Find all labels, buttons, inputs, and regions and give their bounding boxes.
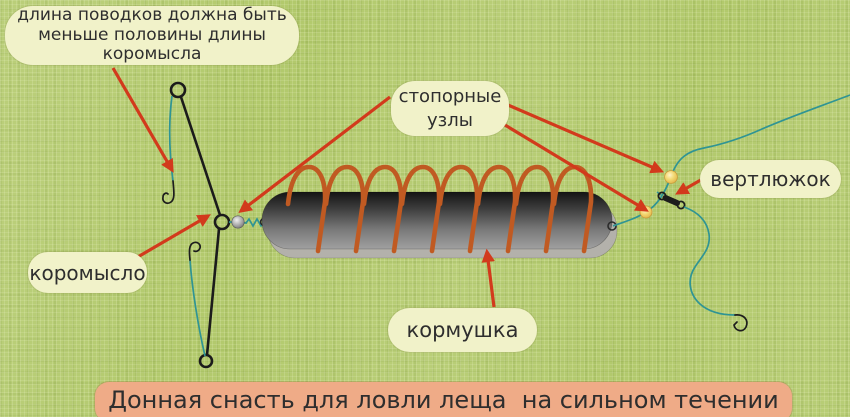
- yoke-lower-arm: [205, 228, 221, 356]
- swivel-ring-right: [676, 200, 686, 210]
- feeder-right-loop: [607, 221, 617, 231]
- lower-hook: [188, 241, 201, 261]
- arrow-stopper-lower: [499, 120, 649, 212]
- swivel: [656, 191, 686, 210]
- lower-leader-line: [189, 259, 206, 357]
- arrow-stopper-upper: [507, 103, 665, 174]
- leader-note-line-2: меньше половины длины: [38, 24, 266, 45]
- end-hook: [733, 314, 748, 332]
- gray-bead: [231, 215, 245, 229]
- label-swivel: вертлюжок: [700, 160, 841, 198]
- arrow-stopper-left: [238, 95, 391, 214]
- label-yoke: коромысло: [28, 252, 147, 293]
- yoke-bottom-loop: [198, 353, 214, 369]
- title-banner: Донная снасть для ловли леща на сильном …: [95, 382, 792, 417]
- yoke-upper-arm: [179, 96, 222, 216]
- yoke-top-loop: [169, 81, 187, 99]
- upper-leader-line: [168, 95, 174, 182]
- swivel-leader-line: [683, 206, 736, 316]
- yoke-wire: [169, 81, 231, 369]
- upper-hook: [162, 180, 175, 205]
- yoke-center-loop: [213, 213, 231, 231]
- leader-note-line-1: длина поводков должна быть: [17, 5, 287, 26]
- label-leader-note: длина поводков должна быть меньше полови…: [5, 6, 299, 65]
- label-stopper-knots: стопорные узлы: [391, 81, 509, 136]
- stopper-knot-upper: [664, 170, 678, 184]
- arrow-leader-note: [111, 67, 174, 173]
- stopper-knots-line-2: узлы: [427, 109, 473, 131]
- stopper-knots-line-1: стопорные: [398, 85, 502, 107]
- swivel-barrel: [662, 195, 680, 206]
- arrow-yoke: [135, 214, 211, 260]
- leader-note-line-3: коромысла: [102, 44, 202, 65]
- arrow-feeder: [481, 248, 496, 308]
- label-feeder: кормушка: [388, 308, 537, 352]
- feeder-coil: [285, 164, 594, 254]
